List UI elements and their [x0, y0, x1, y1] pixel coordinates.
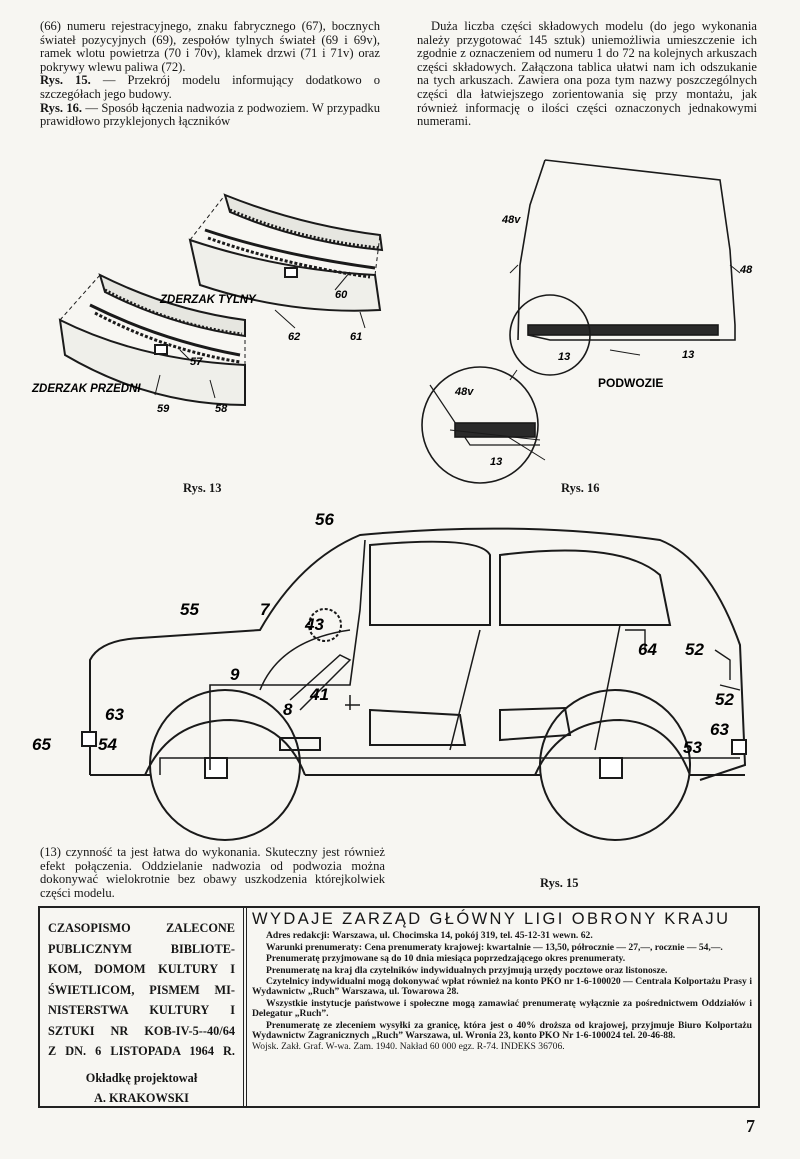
recommendation-panel: CZASOPISMO ZALECONE PUBLICZNYM BIBLIOTE-… [40, 908, 247, 1106]
imprint-prices: Warunki prenumeraty: Cena prenumeraty kr… [266, 941, 723, 953]
part-label: 13 [682, 349, 694, 361]
part-label: 54 [98, 735, 117, 754]
rys16-description: Rys. 16. — Sposób łączenia nadwozia z po… [40, 100, 381, 129]
rys15-label: Rys. 15. [40, 73, 91, 88]
bottom-paragraph: (13) czynność ta jest łatwa do wykonania… [40, 845, 385, 900]
part-label: 9 [230, 665, 240, 684]
part-label: 60 [335, 289, 348, 301]
part-label: 62 [288, 331, 300, 343]
part-label: 43 [304, 615, 324, 634]
part-label: 61 [350, 331, 362, 343]
part-label: 7 [260, 600, 271, 619]
rys16-text: — Sposób łączenia nadwozia z podwoziem. … [40, 100, 381, 129]
figure-16-chassis-connection: 48v 48 13 13 48v 13 PODWOZIE [421, 159, 753, 484]
caption-rys13: Rys. 13 [183, 481, 222, 495]
rys16-label: Rys. 16. [40, 100, 83, 115]
publisher-panel: WYDAJE ZARZĄD GŁÓWNY LIGI OBRONY KRAJU A… [252, 910, 752, 1054]
recommendation-line: ŚWIETLICOM, PISMEM MI- [48, 982, 235, 997]
publisher-title: WYDAJE ZARZĄD GŁÓWNY LIGI OBRONY KRAJU [252, 910, 731, 928]
imprint-box: CZASOPISMO ZALECONE PUBLICZNYM BIBLIOTE-… [38, 906, 760, 1108]
part-label: 48 [739, 264, 753, 276]
part-label: 59 [157, 403, 170, 415]
imprint-printer: Wojsk. Zakł. Graf. W-wa. Zam. 1940. Nakł… [252, 1041, 565, 1053]
part-label: 52 [685, 640, 704, 659]
rys15-description: Rys. 15. — Przekrój modelu informujący d… [40, 74, 380, 101]
part-label: 8 [283, 700, 293, 719]
part-label: 65 [32, 735, 51, 754]
part-label: 53 [683, 738, 702, 757]
part-label: 48v [454, 386, 474, 398]
part-label: 13 [558, 351, 570, 363]
rys15-text: — Przekrój modelu informujący dodatkowo … [40, 73, 381, 101]
part-label: 48v [501, 214, 521, 226]
recommendation-line: KOM, DOMOM KULTURY I [48, 962, 235, 976]
part-label: 63 [105, 705, 124, 724]
cover-designer-label: Okładkę projektował [85, 1070, 198, 1085]
figure-13-bumpers: ZDERZAK TYLNY ZDERZAK PRZEDNI 60 62 61 5… [31, 193, 384, 415]
imprint-institutions: Wszystkie instytucje państwowe i społecz… [252, 997, 752, 1020]
figure-15-car-section: 56 55 7 43 64 52 9 52 63 41 8 63 65 54 5… [32, 510, 747, 841]
part-label: 41 [309, 685, 329, 704]
recommendation-line: SZTUKI NR KOB-IV-5--40/64 [48, 1023, 235, 1038]
part-label: 57 [190, 356, 203, 368]
recommendation-line: NISTERSTWA KULTURY I [48, 1003, 235, 1017]
recommendation-line: PUBLICZNYM BIBLIOTE- [48, 941, 235, 956]
intro-left-column: (66) numeru rejestracyjnego, znaku fabry… [40, 19, 381, 129]
imprint-deadline: Prenumeratę przyjmowane są do 10 dnia mi… [266, 953, 626, 965]
imprint-abroad: Prenumeratę ze zleceniem wysyłki za gran… [252, 1019, 752, 1042]
label-rear-bumper: ZDERZAK TYLNY [159, 294, 257, 306]
part-label: 64 [638, 640, 657, 659]
page-number: 7 [746, 1116, 755, 1136]
part-label: 13 [490, 456, 502, 468]
part-label: 55 [180, 600, 199, 619]
part-label: 56 [315, 510, 334, 529]
part-label: 63 [710, 720, 729, 739]
intro-left-paragraph: (66) numeru rejestracyjnego, znaku fabry… [40, 19, 380, 74]
imprint-domestic: Prenumeratę na kraj dla czytelników indy… [266, 964, 668, 976]
recommendation-line: Z DN. 6 LISTOPADA 1964 R. [48, 1044, 235, 1058]
recommendation-text: CZASOPISMO ZALECONE PUBLICZNYM BIBLIOTE-… [40, 908, 243, 1062]
intro-right-column: Duża liczba części składowych modelu (do… [417, 19, 757, 129]
imprint-account: Czytelnicy indywidualni mogą dokonywać w… [252, 976, 752, 998]
label-chassis: PODWOZIE [598, 376, 663, 390]
part-label: 52 [715, 690, 734, 709]
caption-rys15: Rys. 15 [540, 876, 579, 890]
caption-rys16: Rys. 16 [561, 481, 600, 495]
label-front-bumper: ZDERZAK PRZEDNI [31, 383, 141, 395]
cover-designer-name: A. KRAKOWSKI [94, 1091, 189, 1105]
part-label: 58 [215, 403, 228, 415]
intro-right-paragraph: Duża liczba części składowych modelu (do… [417, 19, 757, 129]
imprint-address: Adres redakcji: Warszawa, ul. Chocimska … [266, 930, 593, 942]
recommendation-line: CZASOPISMO ZALECONE [48, 921, 235, 935]
